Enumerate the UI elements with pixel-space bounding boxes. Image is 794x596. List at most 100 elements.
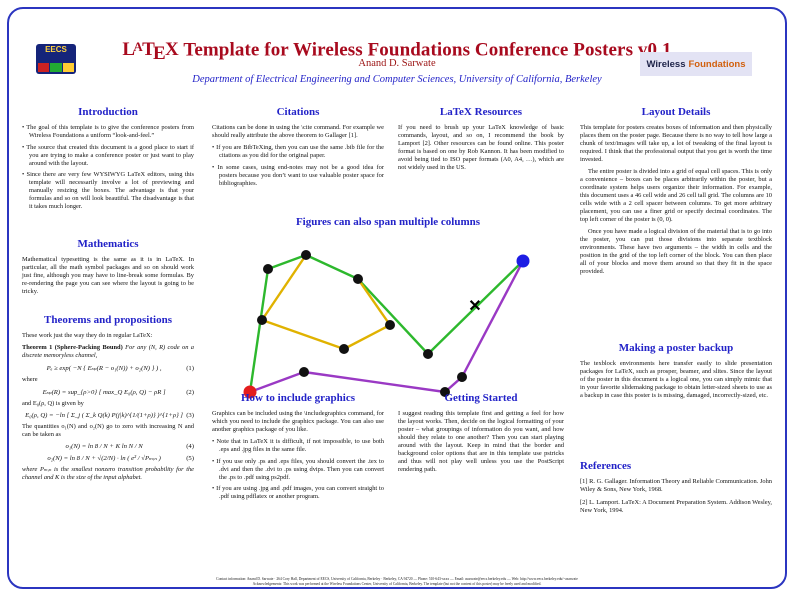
author-name: Anand D. Sarwate: [358, 58, 436, 69]
layout-details-p3: Once you have made a logical division of…: [580, 228, 772, 275]
x-marker: ✕: [468, 298, 481, 315]
section-citations: Citations Citations can be done in using…: [212, 106, 384, 191]
mathematics-body: Mathematical typesetting is the same as …: [22, 256, 194, 295]
wf-logo-word2: Foundations: [688, 58, 746, 70]
graph-node-red: [243, 385, 257, 399]
graph-node-black: [385, 320, 395, 330]
where-text: where: [22, 376, 38, 383]
graph-edge: [303, 370, 446, 394]
theorem-note: where Pₘᵢₙ is the smallest nonzero trans…: [22, 466, 194, 481]
list-item: Since there are very few WYSIWYG LaTeX e…: [22, 171, 194, 211]
wf-logo-word1: Wireless: [646, 58, 686, 70]
eecs-logo-stripes: [38, 63, 74, 72]
section-layout-details: Layout Details This template for posters…: [580, 106, 772, 280]
citations-body: Citations can be done in using the \cite…: [212, 124, 384, 139]
section-introduction: Introduction The goal of this template i…: [22, 106, 194, 215]
graph-node-black: [339, 344, 349, 354]
equation-number: (4): [186, 443, 194, 450]
list-item: If you use only .ps and .eps files, you …: [212, 458, 384, 482]
poster-footer: Contact information: Anand D. Sarwate · …: [30, 577, 764, 589]
layout-details-p1: This template for posters creates boxes …: [580, 124, 772, 163]
graph-edge: [357, 278, 391, 326]
theorem-statement: Theorem 1 (Sphere-Packing Bound) For any…: [22, 344, 194, 360]
footer-line-2: Acknowledgements: This work was performe…: [252, 582, 542, 587]
graph-edge: [267, 253, 307, 271]
equation-number: (2): [186, 388, 194, 396]
given-text: and E₀(ρ, Q) is given by: [22, 400, 84, 407]
latex-logo: LATEX: [122, 38, 179, 65]
quantities-text: The quantities o₁(N) and o₂(N) go to zer…: [22, 423, 194, 438]
section-mathematics: Mathematics Mathematical typesetting is …: [22, 238, 194, 300]
poster-title-text: Template for Wireless Foundations Confer…: [178, 39, 672, 61]
affiliation: Department of Electrical Engineering and…: [192, 74, 602, 85]
eecs-logo-text: EECS: [45, 45, 67, 54]
graph-node-black: [301, 250, 311, 260]
graph-node-black: [457, 372, 467, 382]
list-item: If you are using .jpg and .pdf images, y…: [212, 485, 384, 501]
getting-started-body: I suggest reading this template first an…: [398, 410, 564, 473]
section-latex-resources: LaTeX Resources If you need to brush up …: [398, 106, 564, 176]
mathematics-heading: Mathematics: [77, 238, 139, 250]
theorem-text: For any (N, R) code on a discrete memory…: [22, 344, 194, 359]
poster-title: LATEX Template for Wireless Foundations …: [90, 39, 704, 66]
graph-edge: [343, 323, 391, 351]
graphics-body: Graphics can be included using the \incl…: [212, 410, 384, 433]
graph-node-black: [423, 349, 433, 359]
equation-2: Eₛₚ(R) = sup_{ρ>0} [ max_Q E₀(ρ, Q) − ρR…: [42, 388, 194, 397]
graph-node-black: [299, 367, 309, 377]
section-theorems: Theorems and propositions These work jus…: [22, 314, 194, 486]
equation-1: Pₑ ≥ exp( −N { Eₛₚ(R − o₁(N)) + o₂(N) } …: [46, 364, 194, 373]
graph-edge: [357, 278, 429, 355]
graph-figure: ✕: [243, 250, 530, 399]
figure-banner: Figures can also span multiple columns: [212, 216, 564, 234]
introduction-bullets: The goal of this template is to give the…: [22, 124, 194, 211]
section-references: References [1] R. G. Gallager. Informati…: [580, 460, 772, 519]
graphics-bullets: Note that in LaTeX it is difficult, if n…: [212, 438, 384, 501]
introduction-heading: Introduction: [78, 106, 138, 118]
resources-body: If you need to brush up your LaTeX knowl…: [398, 124, 564, 171]
eecs-logo: EECS: [36, 44, 76, 74]
list-item: In some cases, using end-notes may not b…: [212, 164, 384, 188]
graph-node-black: [263, 264, 273, 274]
graph-node-black: [257, 315, 267, 325]
list-item: Note that in LaTeX it is difficult, if n…: [212, 438, 384, 454]
graph-edge: [249, 370, 305, 394]
references-heading: References: [580, 460, 632, 472]
references-list: [1] R. G. Gallager. Information Theory a…: [580, 478, 772, 515]
graphics-heading: How to include graphics: [241, 392, 355, 404]
citations-bullets: If you are BibTeXing, then you can use t…: [212, 144, 384, 188]
list-item: If you are BibTeXing, then you can use t…: [212, 144, 384, 160]
graph-node-blue: [516, 254, 530, 268]
theorems-heading: Theorems and propositions: [44, 314, 172, 326]
section-backup: Making a poster backup The texblock envi…: [580, 342, 772, 404]
citations-heading: Citations: [276, 106, 320, 118]
section-graphics: How to include graphics Graphics can be …: [212, 392, 384, 505]
theorems-intro: These work just the way they do in regul…: [22, 332, 153, 339]
equation-number: (3): [186, 412, 194, 419]
graph-edge: [248, 268, 270, 393]
layout-details-p2: The entire poster is divided into a grid…: [580, 168, 772, 223]
equation-4: o₁(N) = ln 8 / N + K ln N / N (4): [65, 443, 194, 450]
equation-5: o₂(N) = ln 8 / N + √(2/N) · ln ( e² / √P…: [47, 454, 194, 463]
graph-edge: [261, 254, 307, 321]
getting-started-heading: Getting Started: [444, 392, 518, 404]
equation-3: E₀(ρ, Q) = −ln [ Σ_j ( Σ_k Q(k) P(j|k)^{…: [25, 412, 194, 419]
reference-item: [1] R. G. Gallager. Information Theory a…: [580, 478, 772, 494]
reference-item: [2] L. Lamport. LaTeX: A Document Prepar…: [580, 498, 772, 514]
graph-edge: [305, 253, 359, 281]
footer-line-1: Contact information: Anand D. Sarwate · …: [216, 576, 578, 581]
backup-heading: Making a poster backup: [618, 342, 734, 354]
graph-node-black: [353, 274, 363, 284]
list-item: The source that created this document is…: [22, 144, 194, 168]
wireless-foundations-logo: Wireless Foundations: [640, 52, 752, 76]
graph-edge: [261, 318, 345, 351]
graph-node-black: [440, 387, 450, 397]
equation-number: (5): [186, 454, 194, 462]
list-item: The goal of this template is to give the…: [22, 124, 194, 140]
backup-body: The texblock environments here transfer …: [580, 360, 772, 399]
graph-edge: [460, 260, 525, 378]
graph-edge: [427, 260, 524, 355]
theorem-label: Theorem 1 (Sphere-Packing Bound): [22, 344, 126, 351]
layout-details-heading: Layout Details: [641, 106, 711, 118]
